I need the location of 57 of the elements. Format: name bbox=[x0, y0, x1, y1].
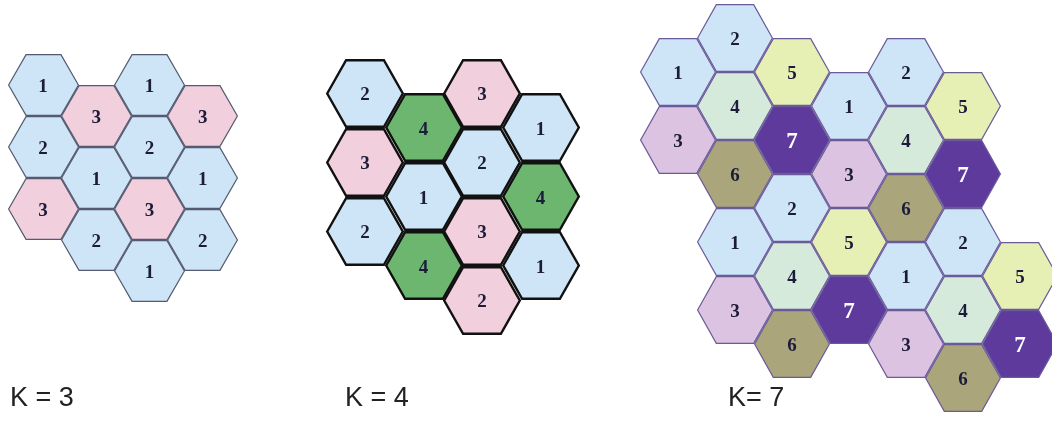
cell-number: 6 bbox=[786, 334, 798, 354]
cell-number: 4 bbox=[957, 300, 969, 320]
cell-number: 4 bbox=[786, 266, 798, 286]
cell-number: 2 bbox=[900, 62, 912, 82]
cluster-size-label: K= 7 bbox=[728, 382, 785, 413]
cell-number: 1 bbox=[417, 187, 430, 206]
cell-number: 1 bbox=[843, 96, 855, 116]
cell-number: 1 bbox=[534, 118, 547, 137]
cell-number: 3 bbox=[197, 106, 209, 126]
cell-number: 4 bbox=[900, 130, 912, 150]
cell-number: 7 bbox=[956, 162, 970, 186]
cell-number: 2 bbox=[197, 230, 209, 250]
cell-number: 2 bbox=[37, 137, 49, 157]
cell-number: 1 bbox=[534, 256, 547, 275]
cell-number: 3 bbox=[476, 83, 488, 103]
cluster-size-label: K = 4 bbox=[345, 382, 409, 413]
cell-number: 1 bbox=[900, 266, 912, 286]
cell-number: 1 bbox=[90, 168, 102, 188]
cell-number: 2 bbox=[957, 232, 969, 252]
cell-number: 1 bbox=[143, 261, 156, 281]
cell-number: 3 bbox=[143, 199, 156, 219]
cell-number: 2 bbox=[143, 137, 156, 157]
cell-number: 3 bbox=[90, 106, 102, 126]
cell-number: 1 bbox=[37, 75, 49, 95]
cell-number: 7 bbox=[785, 128, 799, 152]
cell-number: 4 bbox=[729, 96, 741, 116]
cell-number: 5 bbox=[786, 62, 798, 82]
cell-number: 1 bbox=[143, 75, 156, 95]
cell-number: 3 bbox=[672, 130, 684, 150]
cell-number: 2 bbox=[729, 28, 741, 48]
cell-number: 7 bbox=[1013, 332, 1027, 356]
cell-number: 3 bbox=[37, 199, 49, 219]
cell-number: 2 bbox=[786, 198, 798, 218]
cell-number: 4 bbox=[417, 256, 430, 275]
cell-number: 1 bbox=[672, 62, 684, 82]
cell-number: 4 bbox=[534, 187, 547, 206]
cell-number: 2 bbox=[359, 83, 371, 103]
cell-number: 6 bbox=[957, 368, 969, 388]
cell-number: 4 bbox=[417, 118, 430, 137]
cell-number: 5 bbox=[957, 96, 969, 116]
cell-number: 3 bbox=[476, 221, 488, 241]
cell-number: 2 bbox=[359, 221, 371, 241]
cell-number: 1 bbox=[729, 232, 741, 252]
cell-number: 1 bbox=[197, 168, 209, 188]
cell-number: 2 bbox=[476, 290, 488, 310]
cell-number: 7 bbox=[842, 298, 856, 322]
cell-number: 6 bbox=[729, 164, 741, 184]
cell-number: 2 bbox=[90, 230, 102, 250]
cell-number: 3 bbox=[843, 164, 855, 184]
cell-number: 6 bbox=[900, 198, 912, 218]
cell-number: 5 bbox=[1014, 266, 1026, 286]
cell-number: 5 bbox=[843, 232, 855, 252]
cluster-size-label: K = 3 bbox=[10, 382, 74, 413]
cell-number: 3 bbox=[900, 334, 912, 354]
cell-number: 3 bbox=[359, 152, 371, 172]
cell-number: 3 bbox=[729, 300, 741, 320]
cell-number: 2 bbox=[476, 152, 488, 172]
